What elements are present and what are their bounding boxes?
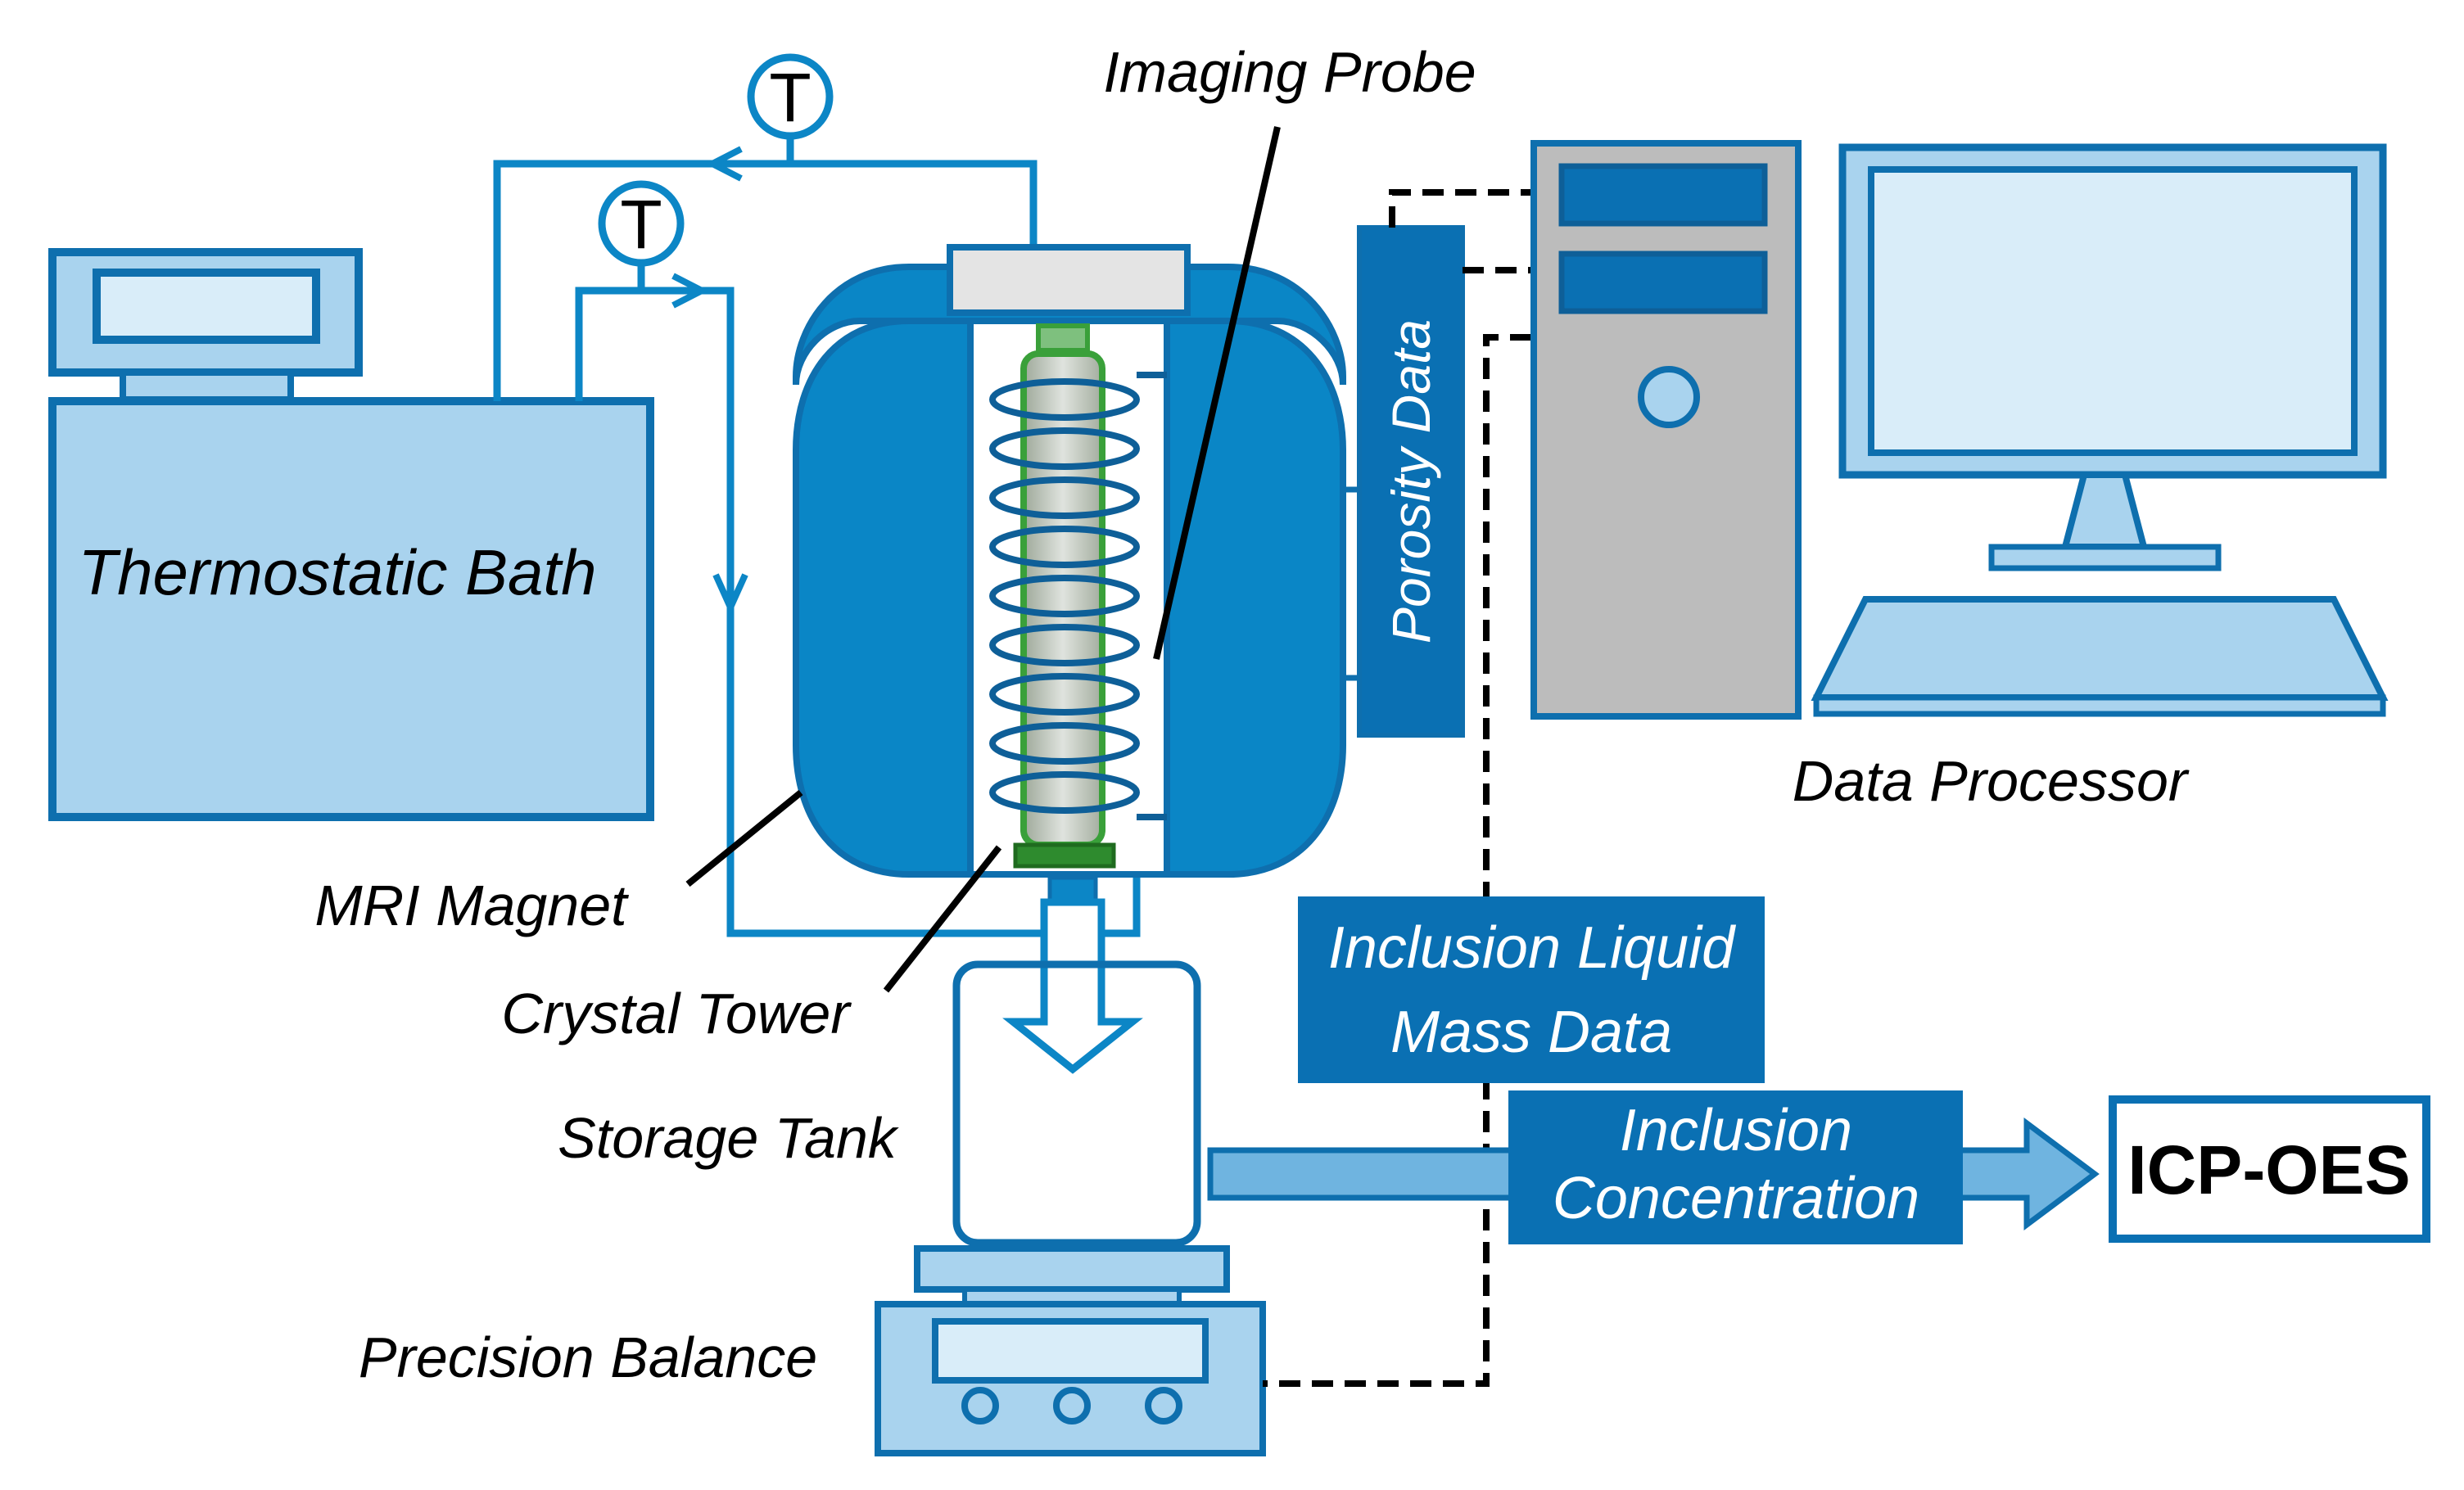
imaging-probe-coil [989,372,1167,820]
inclusion-liquid-line2: Mass Data [1390,1000,1672,1065]
porosity-data-box: Porosity Data [1343,225,1465,738]
inclusion-liquid-line1: Inclusion Liquid [1328,915,1736,981]
crystal-tower-label: Crystal Tower [501,982,852,1045]
precision-balance: Precision Balance [359,1245,1266,1456]
flow-arrow-down-icon [712,573,748,616]
porosity-data-label: Porosity Data [1381,319,1441,643]
mri-magnet-pointer [685,789,803,887]
keyboard-icon [1811,596,2389,701]
tank-outlet-arrow-icon [1002,875,1143,1074]
inclusion-liquid-mass-data-box: Inclusion Liquid Mass Data [1298,896,1765,1083]
inclusion-concentration-line2: Concentration [1553,1166,1919,1231]
flow-arrow-left-icon [705,146,743,182]
thermostatic-bath: Thermostatic Bath [48,248,654,821]
power-button-icon [1638,366,1700,428]
thermometer-icon [747,53,834,140]
flow-arrows [671,146,748,616]
storage-tank: Storage Tank [558,960,1201,1247]
pointer-lines [685,126,1281,993]
storage-tank-label: Storage Tank [558,1106,899,1170]
inclusion-concentration-box: Inclusion Concentration [1508,1090,1963,1244]
flow-arrow-right-icon [671,273,709,309]
thermometer-1: T [747,53,834,140]
imaging-probe-pointer [1153,126,1281,660]
data-processor-monitor [1811,143,2389,717]
thermometer-2: T [598,180,685,267]
inclusion-concentration-line1: Inclusion [1620,1098,1852,1163]
data-processor-tower [1530,140,1802,720]
mri-magnet-label: MRI Magnet [314,874,629,937]
icp-oes-label: ICP-OES [2127,1131,2410,1208]
data-links [1263,189,1531,1387]
magnet-top-cap [947,244,1191,316]
imaging-probe-label: Imaging Probe [1103,40,1476,104]
thermometer-2-label: T [620,186,662,263]
crystal-tower-pointer [883,845,1002,993]
thermometer-1-label: T [769,59,811,136]
precision-balance-label: Precision Balance [359,1325,817,1389]
icp-oes-box: ICP-OES [2109,1095,2430,1243]
data-processor-label: Data Processor [1793,749,2190,813]
crystal-tower [1013,323,1116,869]
thermostatic-bath-label: Thermostatic Bath [79,536,597,608]
thermometer-icon [598,180,685,267]
